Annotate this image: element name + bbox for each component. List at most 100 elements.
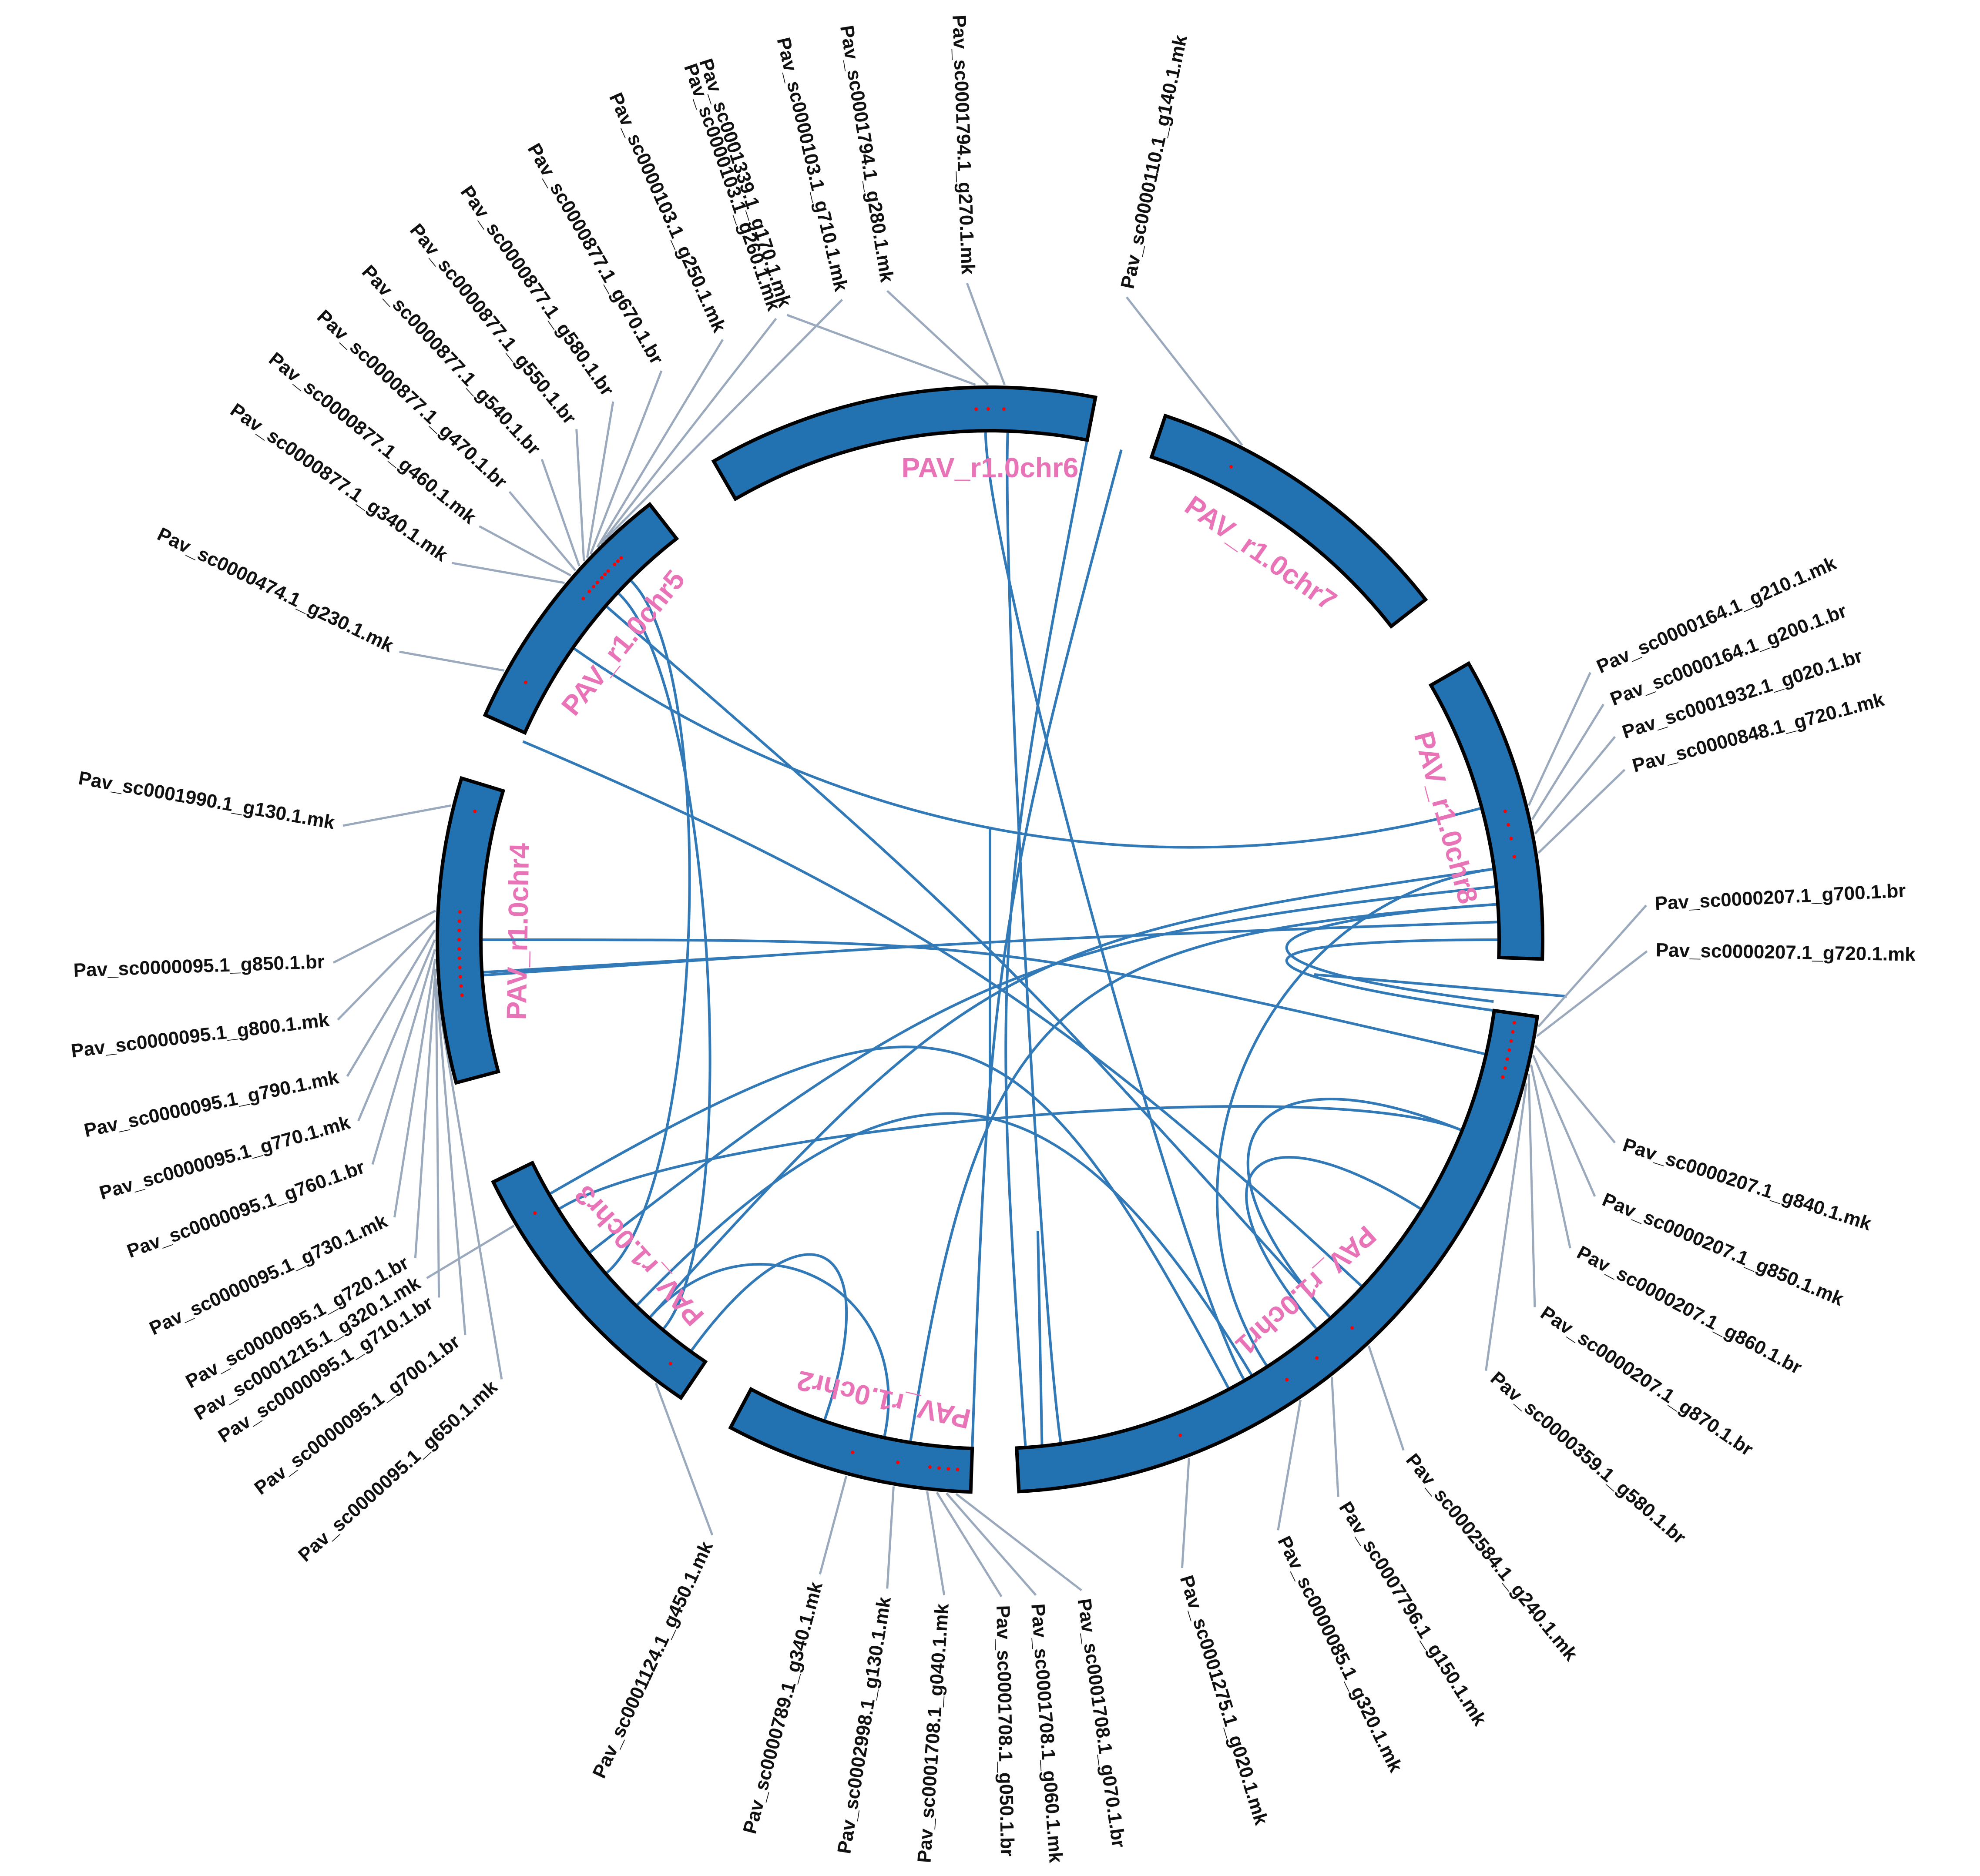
chromosome-label-chr6: PAV_r1.0chr6 [902,452,1079,483]
synteny-link [606,606,1331,1318]
synteny-link [1246,1098,1461,1318]
synteny-link [1006,432,1062,1443]
gene-label: Pav_sc0000095.1_g800.1.mk [70,1009,331,1062]
gene-label: Pav_sc0001708.1_g040.1.mk [913,1603,953,1863]
gene-leader [1537,769,1626,854]
gene-leader [936,1491,1003,1598]
gene-marker [457,919,461,923]
gene-leader [540,459,581,567]
gene-marker [1509,837,1513,841]
synteny-segment [1037,1231,1044,1458]
gene-marker [619,556,623,560]
gene-leader [886,1486,895,1589]
gene-label: Pav_sc0001708.1_g050.1.br [992,1605,1018,1856]
synteny-link [550,1045,1230,1388]
gene-leader [371,949,436,1165]
gene-marker [928,1465,932,1469]
gene-label: Pav_sc0001794.1_g280.1.mk [836,24,898,284]
gene-label: Pav_sc0001990.1_g130.1.mk [77,767,337,834]
gene-leader [1534,1045,1616,1144]
synteny-link [636,1112,1253,1376]
gene-leader [1367,1345,1405,1451]
synteny-link [1285,938,1498,1012]
markers-layer [457,407,1516,1471]
chromosome-chr3 [491,1160,708,1400]
gene-leader [1532,1055,1596,1197]
synteny-link [574,647,1481,849]
gene-label: Pav_sc0001708.1_g060.1.mk [1027,1603,1067,1863]
gene-leader [436,997,503,1380]
gene-leader [1537,904,1647,1028]
synteny-link [984,432,1245,1380]
gene-leader [786,314,976,386]
gene-leader [1536,950,1648,1037]
gene-marker [1350,1326,1354,1330]
gene-leader [357,939,436,1122]
gene-leader [508,491,577,571]
gene-marker [473,809,477,813]
gene-leader [346,929,436,1077]
synteny-link [589,885,1495,1253]
gene-leader [426,1225,515,1279]
gene-marker [1229,465,1233,469]
gene-leader [586,401,614,558]
gene-marker [587,590,591,593]
gene-leader [399,650,505,672]
gene-marker [595,580,599,584]
synteny-segment [1314,973,1567,998]
gene-leader [600,318,777,545]
chromosome-label-chr4: PAV_r1.0chr4 [501,843,535,1020]
synteny-segment [480,956,740,974]
gene-marker [937,1466,941,1470]
gene-marker [459,984,463,988]
gene-leader [332,909,436,964]
gene-leader [966,283,1006,385]
gene-leader [451,562,565,584]
gene-label: Pav_sc0000095.1_g850.1.br [73,951,325,981]
gene-leader [337,919,436,1021]
gene-leader [1527,672,1591,806]
gene-label: Pav_sc0000103.1_g710.1.mk [772,35,852,293]
gene-leader [435,978,440,1298]
chromosome-layer [436,385,1544,1494]
gene-leader [654,1383,714,1536]
gene-marker [1507,1048,1511,1052]
synteny-link [649,1263,890,1437]
gene-marker [1315,1356,1319,1360]
gene-marker [524,680,527,684]
synteny-link [1216,868,1493,1366]
gene-marker [616,559,620,563]
chromosome-chr2 [728,1387,974,1494]
gene-marker [606,569,610,573]
chromosome-chr5 [483,502,679,735]
links-layer [480,432,1567,1458]
chromosome-chr6 [711,385,1098,502]
gene-leader [886,290,989,385]
gene-leader [1527,1074,1536,1307]
gene-leader [1331,1377,1339,1497]
gene-leader [589,370,663,555]
gene-marker [457,956,461,960]
gene-label: Pav_sc0000207.1_g700.1.br [1654,880,1906,914]
gene-leader [414,968,437,1259]
gene-leader [819,1475,848,1575]
gene-label: Pav_sc0001124.1_g450.1.mk [588,1538,717,1782]
gene-leader [596,339,724,548]
gene-leader [393,959,436,1218]
gene-leader [1531,704,1604,821]
gene-label: Pav_sc0000789.1_g340.1.mk [739,1579,827,1836]
synteny-link [691,1253,848,1420]
gene-marker [458,965,462,969]
gene-leader [603,298,843,541]
gene-marker [986,407,990,411]
gene-marker [603,573,607,576]
gene-leader [575,429,585,561]
gene-leader [1125,296,1243,446]
gene-label: Pav_sc0000207.1_g720.1.mk [1655,939,1916,965]
gene-leader [1534,736,1616,835]
gene-marker [851,1451,855,1454]
gene-label: Pav_sc0000095.1_g650.1.mk [294,1376,502,1566]
